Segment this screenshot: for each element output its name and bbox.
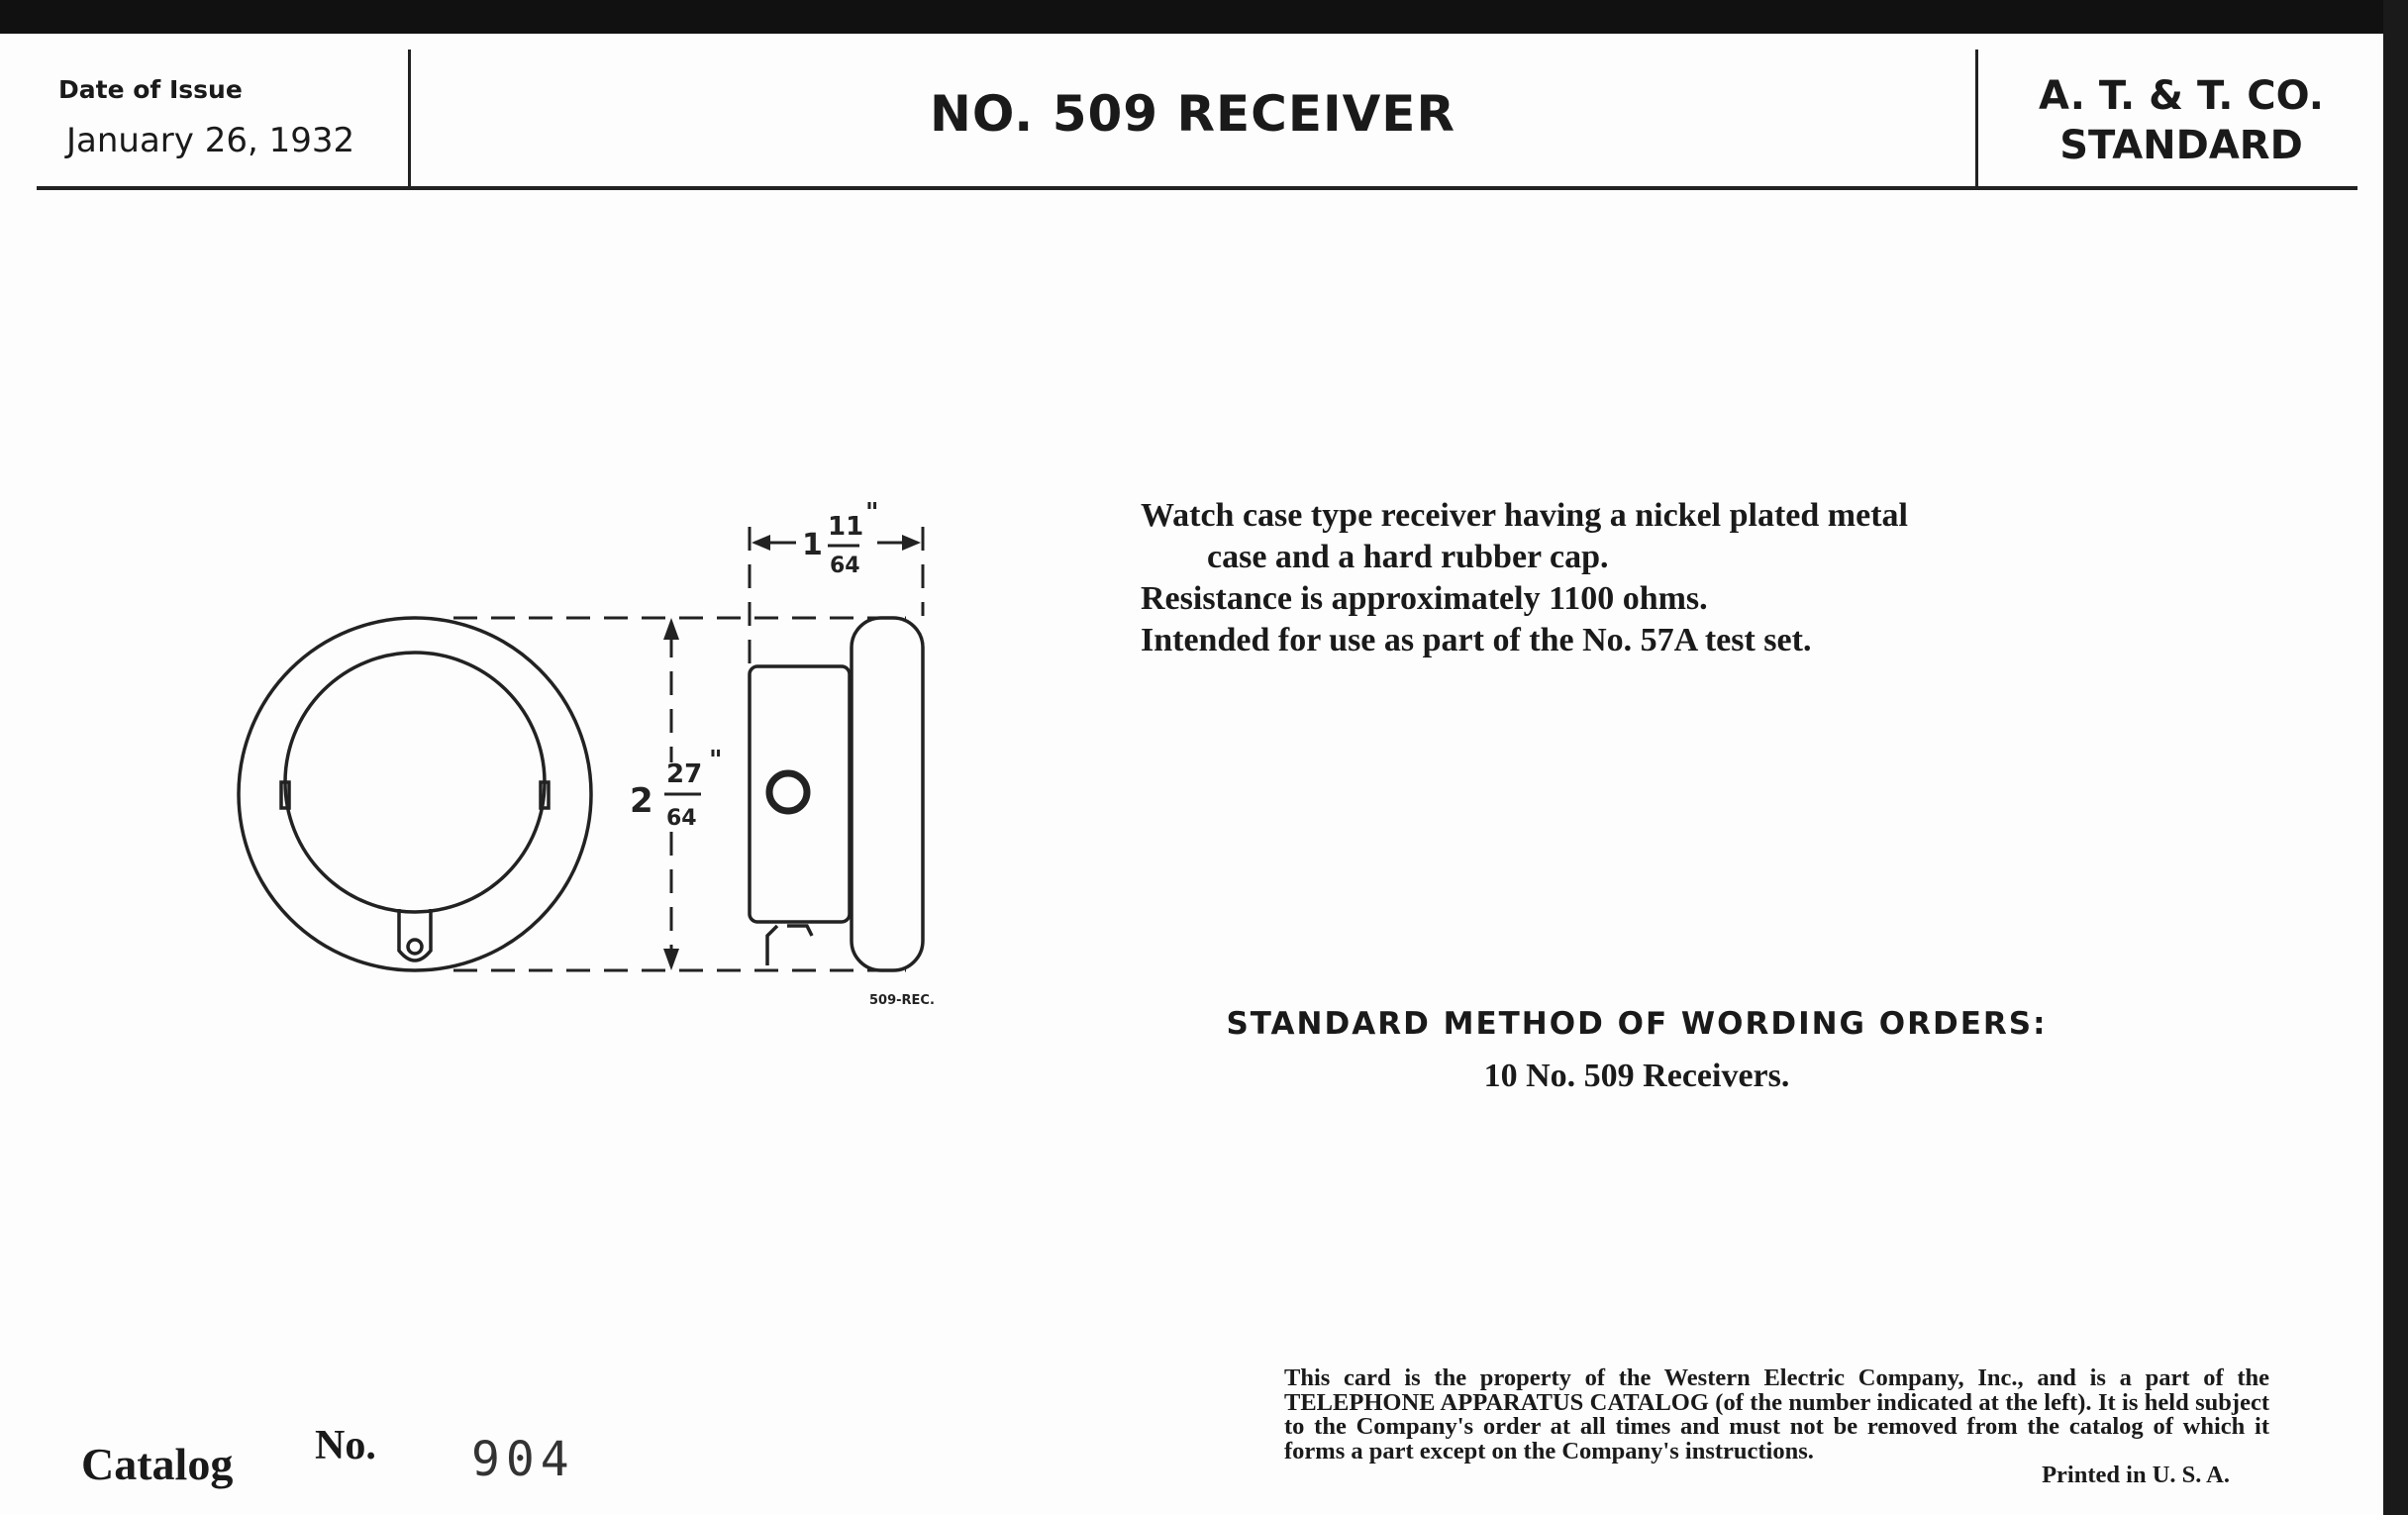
catalog-label: Catalog <box>81 1439 234 1489</box>
width-dim-num: 11 <box>828 512 863 542</box>
issue-date-label: Date of Issue <box>58 75 243 104</box>
outer-ring <box>237 616 593 972</box>
header-rule <box>37 186 2358 190</box>
property-notice: This card is the property of the Western… <box>1284 1364 2269 1488</box>
issue-date: January 26, 1932 <box>66 121 355 160</box>
catalog-number: 904 <box>471 1432 575 1487</box>
order-example: 10 No. 509 Receivers. <box>1483 1058 1790 1094</box>
height-dim-den: 64 <box>666 806 697 831</box>
order-heading: STANDARD METHOD OF WORDING ORDERS: <box>1226 1006 2048 1042</box>
description-line: Resistance is approximately 1100 ohms. <box>1141 580 1708 617</box>
bottom-tab <box>397 909 433 962</box>
terminal-jack <box>765 769 811 815</box>
page-title: NO. 509 RECEIVER <box>930 85 1455 143</box>
scan-edge <box>2383 0 2408 1515</box>
inner-cap <box>283 651 547 914</box>
tab-hole <box>406 938 424 956</box>
standard-org: A. T. & T. CO. <box>2039 73 2324 119</box>
header-divider <box>408 50 411 188</box>
cord-clip <box>765 924 814 965</box>
drawing-label: 509-REC. <box>869 993 935 1008</box>
header-divider <box>1975 50 1978 188</box>
height-dim-whole: 2 <box>630 781 653 821</box>
width-dim-den: 64 <box>830 554 860 578</box>
side-lug <box>539 780 551 810</box>
printed-in: Printed in U. S. A. <box>2042 1462 2230 1488</box>
height-dim-num: 27 <box>666 759 702 789</box>
receiver-case <box>748 664 852 924</box>
standard-label: STANDARD <box>2059 123 2303 168</box>
description-line: case and a hard rubber cap. <box>1207 539 1609 575</box>
width-dim-whole: 1 <box>802 528 823 562</box>
catalog-no-label: No. <box>315 1423 376 1468</box>
notice-text: This card is the property of the Western… <box>1284 1364 2269 1464</box>
side-lug <box>279 780 291 810</box>
inch-mark: " <box>865 498 879 528</box>
inch-mark: " <box>709 746 723 775</box>
receiver-cap <box>850 616 925 972</box>
catalog-card <box>0 34 2383 1515</box>
description-line: Intended for use as part of the No. 57A … <box>1141 622 1812 658</box>
description-line: Watch case type receiver having a nickel… <box>1141 497 1908 534</box>
